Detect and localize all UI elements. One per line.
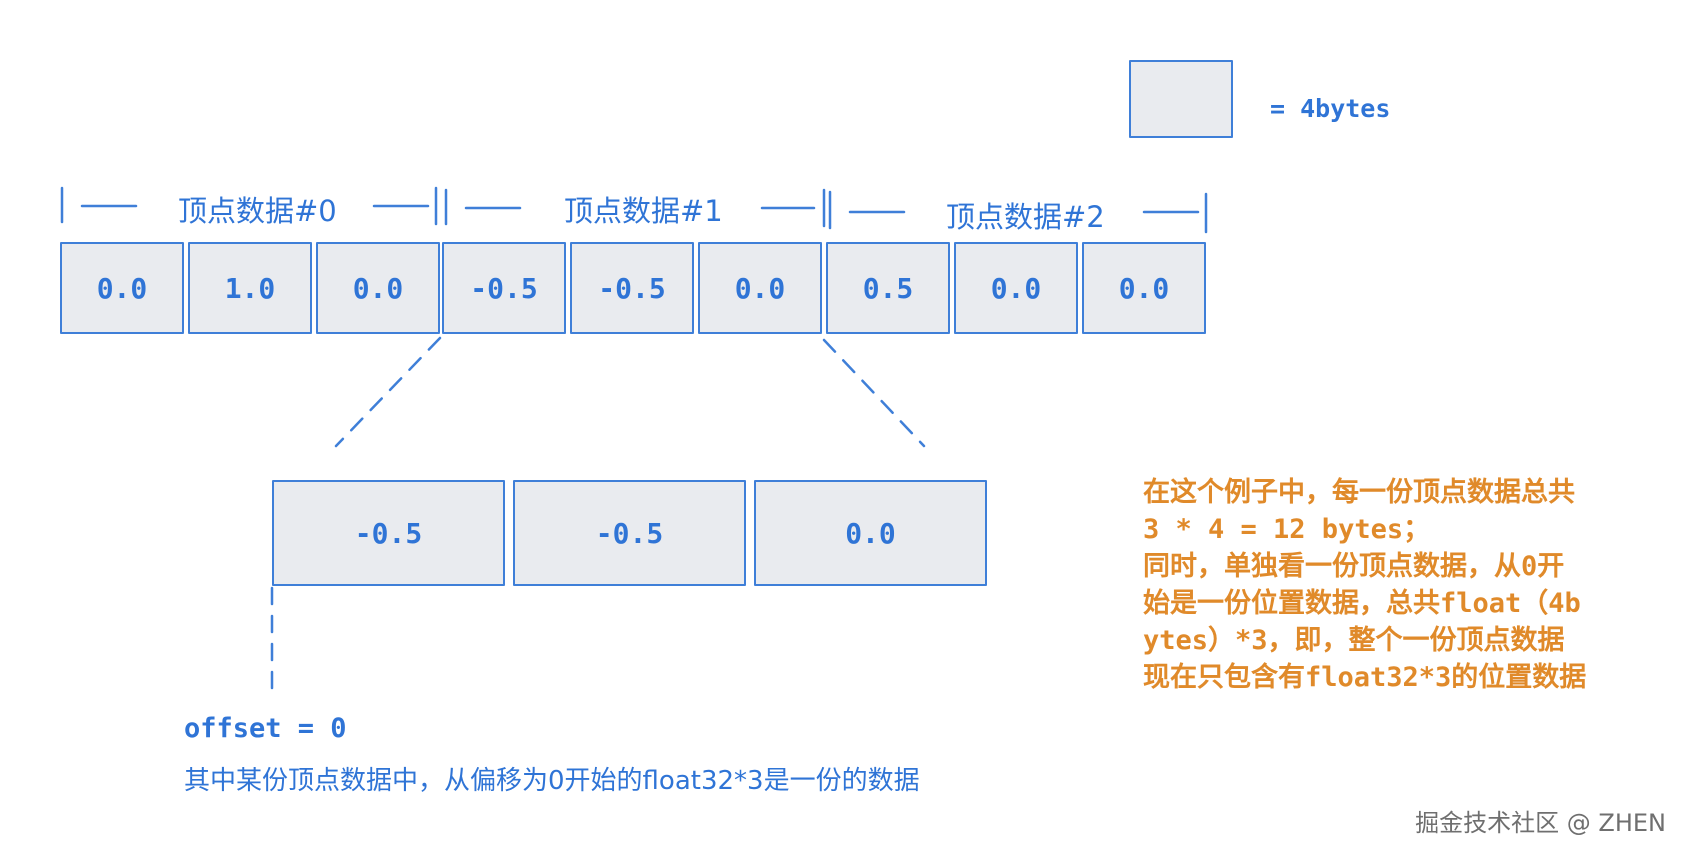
zoom-cell-1: -0.5: [513, 480, 746, 586]
vertex-cell-7: 0.0: [954, 242, 1078, 334]
offset-label: offset = 0: [184, 713, 347, 744]
zoom-connector-left: [334, 336, 442, 448]
group-label-1: 顶点数据#1: [564, 194, 723, 228]
note-line-5: 现在只包含有float32*3的位置数据: [1143, 662, 1587, 693]
offset-description: 其中某份顶点数据中，从偏移为0开始的float32*3是一份的数据: [184, 766, 920, 796]
note-line-4: ytes）*3，即，整个一份顶点数据: [1143, 625, 1565, 656]
vertex-cell-4: -0.5: [570, 242, 694, 334]
legend-swatch: [1129, 60, 1233, 138]
vertex-cell-1: 1.0: [188, 242, 312, 334]
vertex-cell-3: -0.5: [442, 242, 566, 334]
legend-label: = 4bytes: [1270, 94, 1391, 123]
note-line-3: 始是一份位置数据，总共float（4b: [1143, 588, 1581, 619]
vertex-cell-5: 0.0: [698, 242, 822, 334]
explanation-note: 在这个例子中，每一份顶点数据总共 3 * 4 = 12 bytes； 同时，单独…: [1143, 474, 1663, 696]
watermark: 掘金技术社区 @ ZHEN: [1415, 809, 1666, 837]
note-line-0: 在这个例子中，每一份顶点数据总共: [1143, 477, 1575, 508]
vertex-cell-0: 0.0: [60, 242, 184, 334]
zoom-connector-right: [822, 338, 926, 448]
vertex-cell-8: 0.0: [1082, 242, 1206, 334]
group-label-0: 顶点数据#0: [178, 194, 337, 228]
group-label-2: 顶点数据#2: [946, 200, 1105, 234]
vertex-cell-2: 0.0: [316, 242, 440, 334]
zoom-cell-2: 0.0: [754, 480, 987, 586]
vertex-cell-6: 0.5: [826, 242, 950, 334]
zoom-cell-0: -0.5: [272, 480, 505, 586]
note-line-2: 同时，单独看一份顶点数据，从0开: [1143, 551, 1565, 582]
note-line-1: 3 * 4 = 12 bytes；: [1143, 514, 1431, 545]
